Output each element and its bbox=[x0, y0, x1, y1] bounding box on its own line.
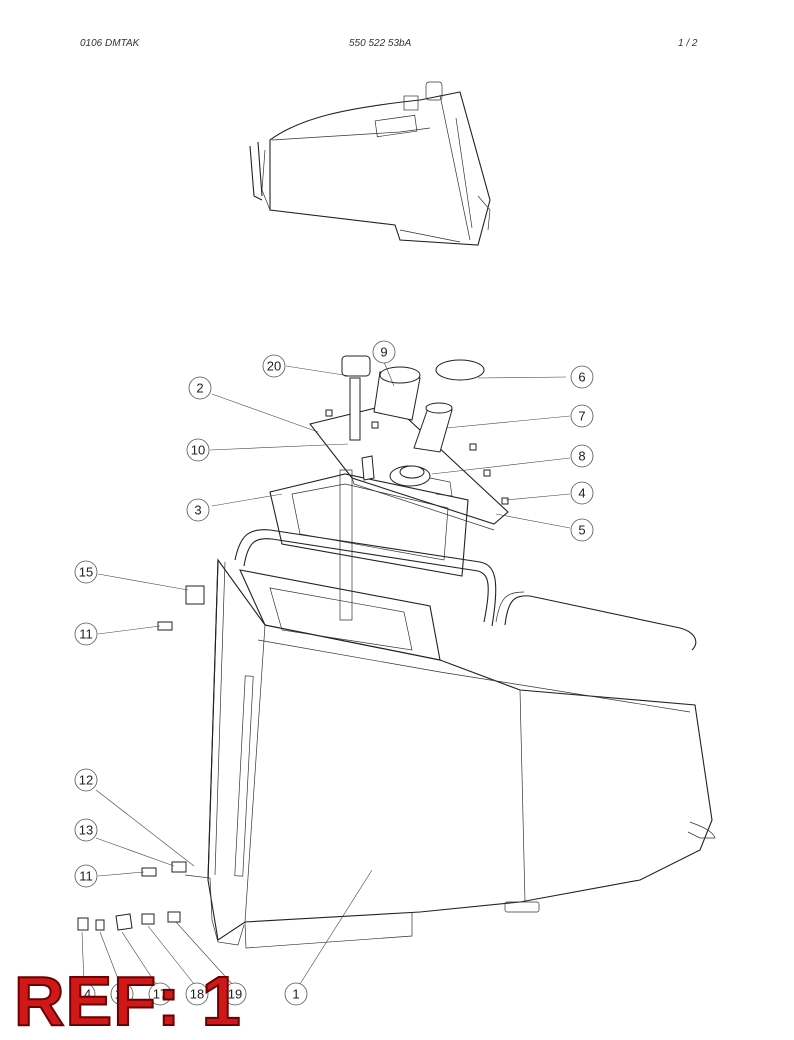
callout-label: 10 bbox=[191, 443, 205, 458]
callout-2: 2 bbox=[188, 376, 212, 400]
callout-label: 4 bbox=[578, 486, 585, 501]
callout-label: 9 bbox=[380, 345, 387, 360]
callout-19: 19 bbox=[223, 982, 247, 1006]
callout-label: 15 bbox=[79, 565, 93, 580]
tube-part bbox=[361, 455, 375, 481]
callout-label: 12 bbox=[79, 773, 93, 788]
callout-14: 14 bbox=[72, 982, 96, 1006]
header-document-code: 0106 DMTAK bbox=[80, 38, 140, 49]
callout-label: 2 bbox=[196, 381, 203, 396]
assembly-thumbnail bbox=[249, 81, 491, 246]
callout-8: 8 bbox=[570, 444, 594, 468]
callout-label: 18 bbox=[190, 987, 204, 1002]
callout-label: 13 bbox=[79, 823, 93, 838]
callout-12: 12 bbox=[74, 768, 98, 792]
callout-3: 3 bbox=[186, 498, 210, 522]
flange-fitting-part bbox=[389, 465, 453, 497]
callout-label: 19 bbox=[228, 987, 242, 1002]
callout-7: 7 bbox=[570, 404, 594, 428]
callout-9: 9 bbox=[372, 340, 396, 364]
callout-5: 5 bbox=[570, 518, 594, 542]
callout-13: 13 bbox=[74, 818, 98, 842]
callout-6: 6 bbox=[570, 365, 594, 389]
callout-10: 10 bbox=[186, 438, 210, 462]
callout-18: 18 bbox=[185, 982, 209, 1006]
strainer-part bbox=[413, 402, 453, 453]
callout-20: 20 bbox=[262, 354, 286, 378]
callout-label: 7 bbox=[578, 409, 585, 424]
callout-11-upper: 11 bbox=[74, 622, 98, 646]
ref-label: REF: 1 bbox=[13, 962, 242, 1040]
callout-label: 11 bbox=[79, 627, 93, 642]
callout-label: 8 bbox=[578, 449, 585, 464]
leader-lines bbox=[81, 361, 571, 985]
callout-15: 15 bbox=[74, 560, 98, 584]
callout-label: 14 bbox=[77, 987, 91, 1002]
hardware-parts bbox=[77, 409, 509, 931]
cap-part bbox=[435, 359, 485, 381]
callout-11-lower: 11 bbox=[74, 864, 98, 888]
callout-label: 3 bbox=[194, 503, 201, 518]
callout-4: 4 bbox=[570, 481, 594, 505]
callout-17: 17 bbox=[148, 982, 172, 1006]
gasket-part bbox=[269, 473, 469, 577]
callout-label: 20 bbox=[267, 359, 281, 374]
filter-element-part bbox=[373, 366, 421, 421]
header-part-number: 550 522 53bA bbox=[349, 38, 412, 49]
header-page-number: 1 / 2 bbox=[678, 38, 698, 49]
tank-body bbox=[184, 529, 716, 949]
callout-16: 16 bbox=[110, 982, 134, 1006]
callout-label: 16 bbox=[115, 987, 129, 1002]
callout-label: 1 bbox=[292, 987, 299, 1002]
filler-neck-part bbox=[339, 355, 371, 621]
callout-label: 6 bbox=[578, 370, 585, 385]
callout-1: 1 bbox=[284, 982, 308, 1006]
callout-label: 11 bbox=[79, 869, 93, 884]
callout-label: 17 bbox=[153, 987, 167, 1002]
callout-label: 5 bbox=[578, 523, 585, 538]
